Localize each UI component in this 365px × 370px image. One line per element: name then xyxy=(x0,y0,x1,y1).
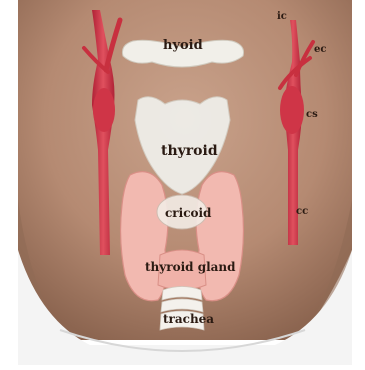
label-cricoid: cricoid xyxy=(165,207,211,219)
label-ec: ec xyxy=(314,45,326,55)
right-carotid-sinus xyxy=(280,86,304,134)
label-cs: cs xyxy=(306,110,318,120)
label-thyroid: thyroid xyxy=(161,144,218,158)
label-ic: ic xyxy=(277,12,287,22)
left-carotid-sinus xyxy=(93,88,115,132)
label-trachea: trachea xyxy=(163,313,214,325)
label-cc: cc xyxy=(296,207,308,217)
label-hyoid: hyoid xyxy=(163,39,203,52)
label-thyroid-gland: thyroid gland xyxy=(145,261,236,273)
